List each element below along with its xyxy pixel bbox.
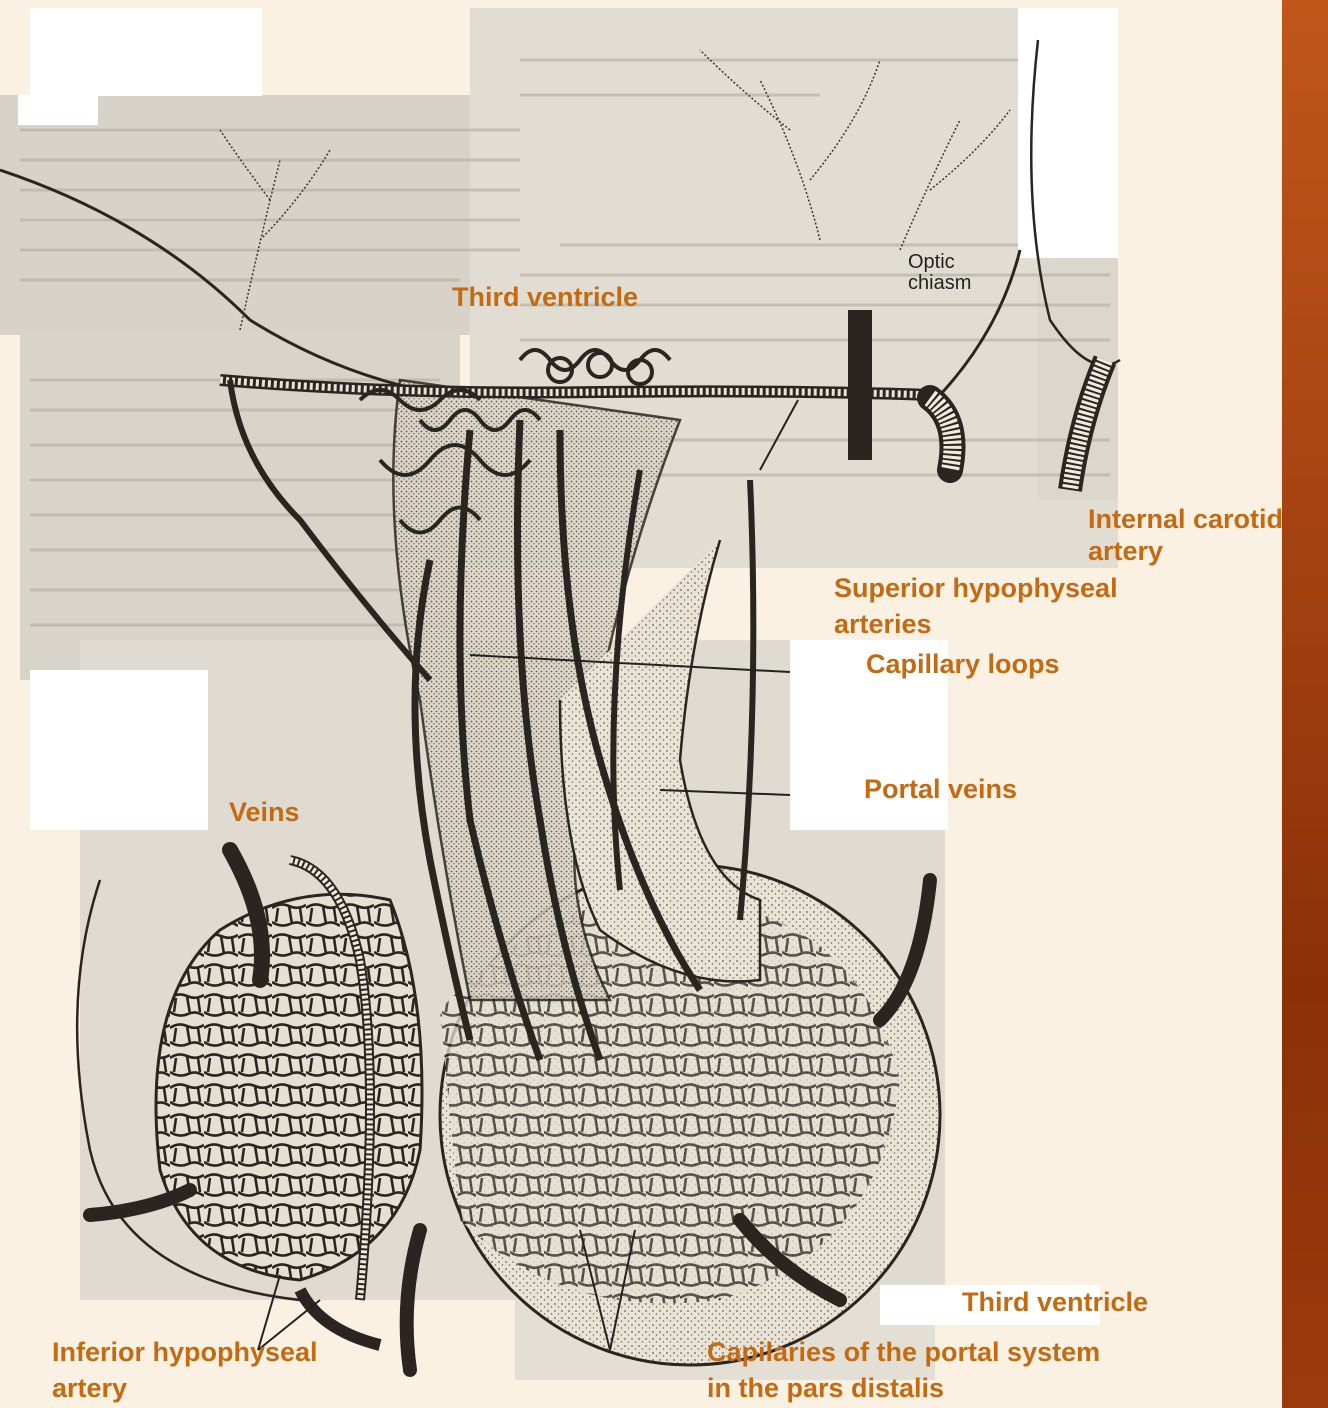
inferior-hypophyseal-artery-label: Inferior hypophyseal artery (52, 1334, 318, 1406)
capillary-loops-label: Capillary loops (866, 649, 1060, 679)
optic-chiasm-label: Optic chiasm (908, 252, 971, 294)
capillaries-portal-system-label: Capilaries of the portal system in the p… (707, 1334, 1100, 1406)
third-ventricle-label-top: Third ventricle (452, 282, 638, 312)
portal-veins-label: Portal veins (864, 774, 1017, 804)
superior-hypophyseal-arteries-label: Superior hypophyseal arteries (834, 570, 1118, 642)
internal-carotid-artery-label: Internal carotid artery (1088, 503, 1283, 567)
third-ventricle-label-bottom: Third ventricle (962, 1287, 1148, 1317)
veins-label: Veins (229, 797, 300, 827)
